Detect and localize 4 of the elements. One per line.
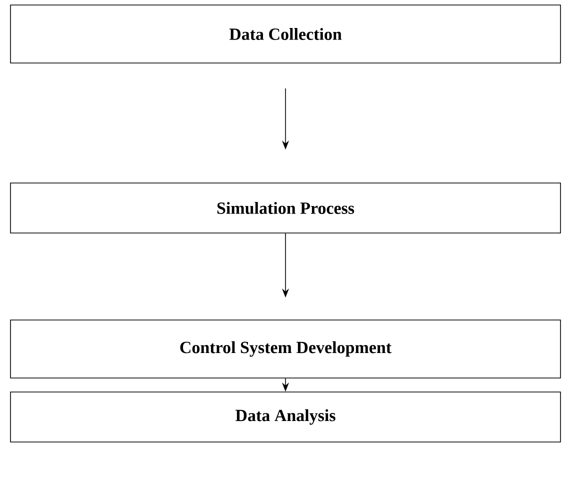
process-box: Control System Development [10, 320, 561, 378]
process-box: Data Collection [10, 4, 561, 64]
process-box: Data Analysis [10, 392, 561, 442]
process-box: Simulation Process [10, 182, 561, 234]
